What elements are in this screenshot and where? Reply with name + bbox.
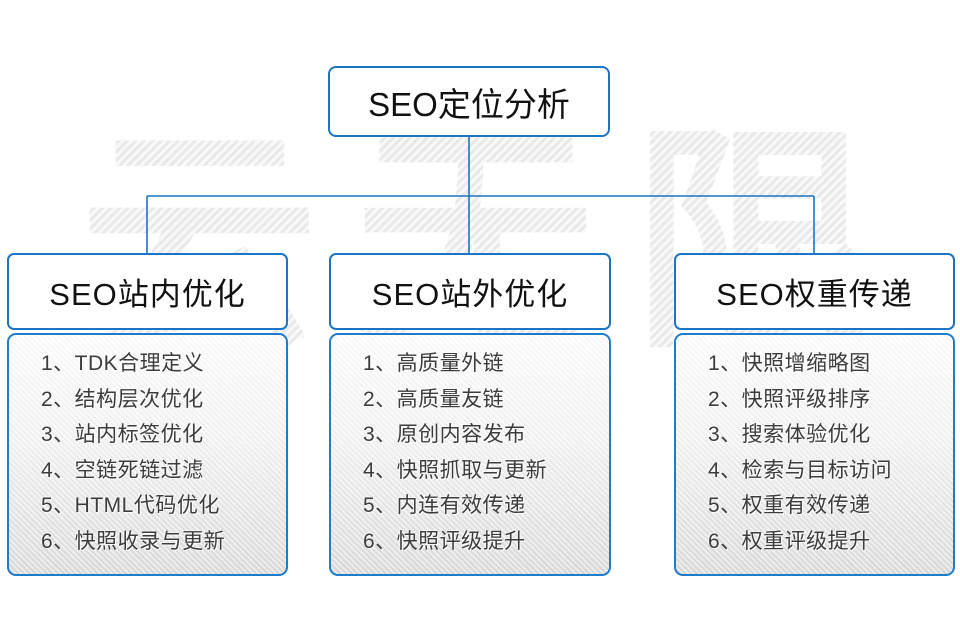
list-item: 6、快照收录与更新: [41, 529, 226, 553]
list-item: 5、权重有效传递: [708, 494, 871, 517]
list-item: 1、高质量外链: [363, 352, 505, 375]
branch-title: SEO站内优化: [49, 277, 246, 312]
branch-panel-onsite: 1、TDK合理定义 2、结构层次优化 3、站内标签优化 4、空链死链过滤 5、H…: [7, 333, 288, 576]
list-item: 5、内连有效传递: [363, 494, 526, 517]
list-item: 6、快照评级提升: [363, 529, 526, 553]
list-item: 4、空链死链过滤: [41, 458, 204, 482]
branch-title: SEO权重传递: [716, 277, 913, 312]
list-item: 5、HTML代码优化: [41, 494, 220, 517]
list-item: 1、TDK合理定义: [41, 352, 205, 375]
branch-header-onsite: SEO站内优化: [7, 253, 288, 330]
branch-list: 1、高质量外链 2、高质量友链 3、原创内容发布 4、快照抓取与更新 5、内连有…: [363, 352, 599, 553]
branch-panel-weight: 1、快照增缩略图 2、快照评级排序 3、搜索体验优化 4、检索与目标访问 5、权…: [674, 333, 955, 576]
list-item: 4、检索与目标访问: [708, 458, 893, 482]
root-node: SEO定位分析: [328, 66, 610, 137]
branch-panel-offsite: 1、高质量外链 2、高质量友链 3、原创内容发布 4、快照抓取与更新 5、内连有…: [329, 333, 611, 576]
list-item: 1、快照增缩略图: [708, 352, 871, 375]
tree-connector-path: [146, 137, 815, 253]
branch-header-offsite: SEO站外优化: [329, 253, 611, 330]
branch-title: SEO站外优化: [371, 277, 569, 312]
branch-column-weight: SEO权重传递 1、快照增缩略图 2、快照评级排序 3、搜索体验优化 4、检索与…: [674, 253, 955, 576]
list-item: 3、原创内容发布: [363, 423, 526, 446]
branch-list: 1、快照增缩略图 2、快照评级排序 3、搜索体验优化 4、检索与目标访问 5、权…: [708, 352, 943, 553]
branch-column-offsite: SEO站外优化 1、高质量外链 2、高质量友链 3、原创内容发布 4、快照抓取与…: [329, 253, 611, 576]
list-item: 4、快照抓取与更新: [363, 458, 548, 482]
branch-column-onsite: SEO站内优化 1、TDK合理定义 2、结构层次优化 3、站内标签优化 4、空链…: [7, 253, 288, 576]
branch-list: 1、TDK合理定义 2、结构层次优化 3、站内标签优化 4、空链死链过滤 5、H…: [41, 352, 276, 553]
list-item: 2、结构层次优化: [41, 387, 204, 411]
branch-header-weight: SEO权重传递: [674, 253, 955, 330]
list-item: 6、权重评级提升: [708, 529, 871, 553]
list-item: 2、快照评级排序: [708, 387, 871, 411]
list-item: 3、搜索体验优化: [708, 423, 871, 446]
root-node-title: SEO定位分析: [368, 85, 570, 123]
list-item: 2、高质量友链: [363, 387, 505, 411]
list-item: 3、站内标签优化: [41, 423, 204, 446]
